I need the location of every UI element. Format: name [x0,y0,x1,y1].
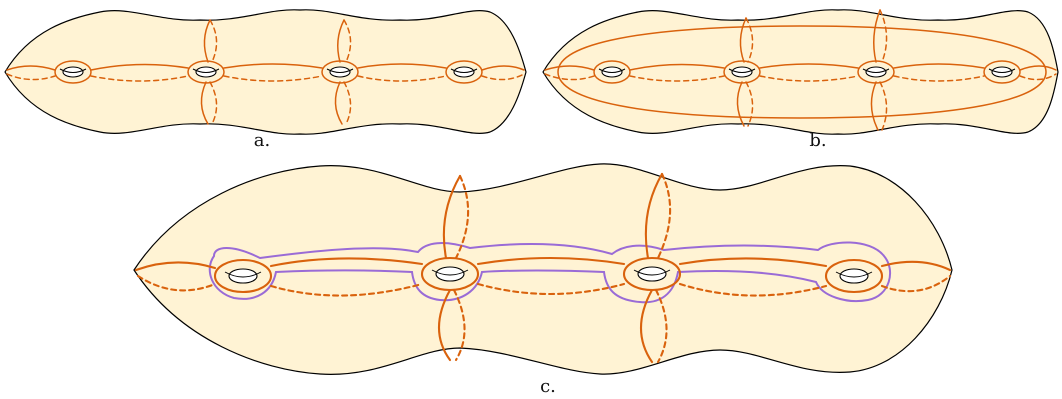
vertical-curve-c-2-bottom [640,288,654,364]
meridian-curve-b-4 [983,60,1021,84]
hole-a-1-lip [59,68,87,73]
hole-c-4-lip [835,271,873,278]
chain-curve-c-left [134,261,217,272]
vertical-curve-b-1-top-back [745,17,754,63]
chain-curve-b-right [1019,65,1057,71]
vertical-curve-c-2-bottom-back [654,288,668,364]
hole-a-3-lip [326,68,354,73]
chain-curves-c [134,256,952,297]
chain-curve-a-2-3-back [223,75,323,82]
vertical-curve-b-2-bottom [870,81,879,131]
vertical-curve-a-1-bottom-back [209,81,218,125]
meridian-curves-b [593,60,1021,84]
chain-curve-c-left-back [136,274,217,292]
hole-c-2-lip [431,269,469,276]
vertical-curve-a-1-top [203,19,211,63]
chain-curve-c-1-2-back [269,282,424,297]
chain-curve-c-1-2 [269,257,424,268]
chain-curve-c-2-3 [476,256,626,266]
chain-curve-a-left-back [6,73,56,81]
vertical-curve-b-1-top [739,17,747,63]
hole-b-2-lip [728,68,756,73]
caption-b: b. [809,130,826,151]
vertical-curves-a [200,19,352,125]
chain-curve-c-3-4 [678,257,828,268]
vertical-curve-a-2-bottom-back [343,81,352,125]
vertical-curve-a-2-top-back [343,19,352,63]
chain-curve-b-2-3-back [759,75,859,82]
chain-curve-b-1-2-back [629,75,725,82]
holes-b [598,66,1016,78]
chain-curve-c-3-4-back [678,282,828,297]
holes-a [59,66,478,78]
vertical-curves-b [736,9,888,131]
chain-curve-a-1-2 [90,63,189,71]
chain-curves-b [544,63,1057,82]
caption-a: a. [254,130,270,151]
chain-curve-b-left-back [544,73,595,81]
chain-curve-a-1-2-back [90,75,189,82]
hole-c-1-lip [224,271,262,278]
panel-b: b. [542,9,1059,151]
outer-separating-curve-b [557,25,1047,119]
vertical-curves-c [438,172,672,364]
chain-curve-c-right-back [880,274,952,293]
vertical-curve-c-1-top [442,174,462,260]
vertical-curve-b-2-top [873,9,881,63]
vertical-curve-a-1-bottom [200,81,209,125]
vertical-curve-a-2-top [337,19,345,63]
meridian-curve-a-1 [54,60,92,84]
chain-curve-b-3-4-back [893,75,985,82]
chain-curve-b-right-back [1019,73,1057,81]
hole-a-4-lip [450,68,478,73]
vertical-curve-c-2-top [644,172,664,260]
surface-a [4,9,527,135]
chain-curve-a-2-3 [223,63,323,69]
caption-c: c. [540,376,556,397]
chain-curve-b-2-3 [759,63,859,69]
hole-b-4-lip [988,68,1016,73]
vertical-curve-c-1-top-back [454,174,470,260]
chain-curve-b-1-2 [629,63,725,71]
chain-curve-a-right-back [481,73,525,81]
panel-a: a. [4,9,527,151]
hole-c-2 [435,266,465,282]
vertical-curve-a-2-bottom [334,81,343,125]
chain-boundary-curve-c [208,241,892,304]
chain-curve-b-left [544,65,595,71]
vertical-curve-b-1-bottom [736,81,745,127]
vertical-curve-a-1-top-back [209,19,218,63]
vertical-curve-b-1-bottom-back [745,81,754,127]
hole-c-3-lip [633,269,671,276]
chain-curves-a [6,63,525,82]
vertical-curve-b-2-bottom-back [879,81,888,131]
hole-b-3-lip [862,68,890,73]
chain-curve-b-3-4 [893,63,985,69]
chain-curve-a-right [481,65,525,71]
hole-c-1 [228,268,258,284]
meridian-curve-b-1 [593,60,631,84]
chain-curve-c-right [880,260,952,272]
vertical-curve-c-2-top-back [656,172,672,260]
chain-curve-a-3-4-back [357,75,447,82]
vertical-curve-c-1-bottom [438,288,452,362]
hole-b-1-lip [598,68,626,73]
chain-curve-c-2-3-back [476,282,626,295]
hole-c-3 [637,266,667,282]
surface-b [542,9,1059,135]
vertical-curve-b-2-top-back [879,9,888,63]
chain-curve-a-3-4 [357,63,447,69]
meridian-curve-c-1 [213,258,273,294]
holes-c [224,266,873,284]
meridian-curve-a-4 [445,60,483,84]
meridian-curve-c-4 [824,258,884,294]
vertical-curve-c-1-bottom-back [452,288,466,362]
hole-a-2-lip [192,68,220,73]
panel-c: c. [133,163,953,397]
hole-c-4 [839,268,869,284]
chain-curve-a-left [6,65,56,71]
